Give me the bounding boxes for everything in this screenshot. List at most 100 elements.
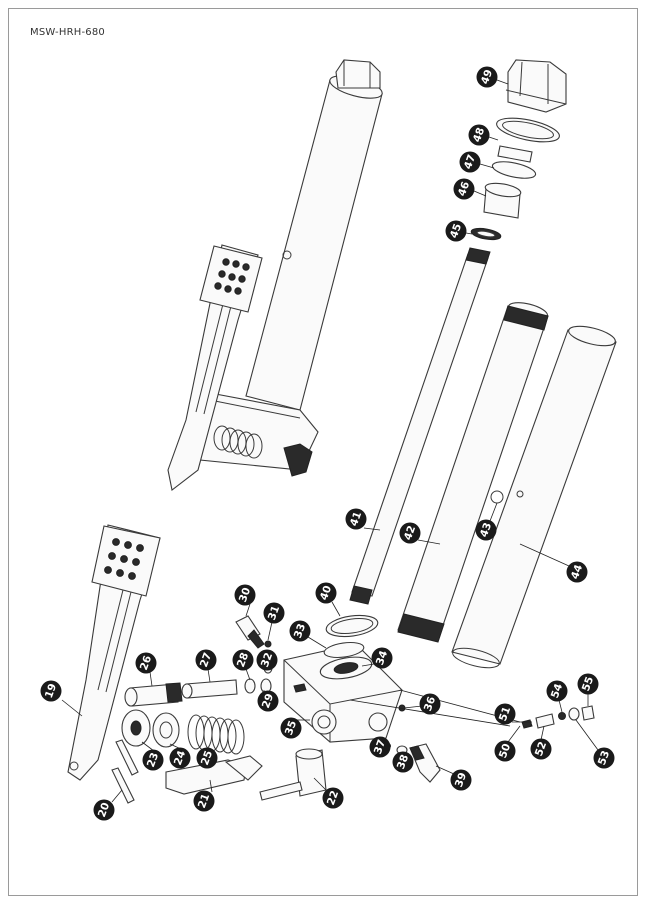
callout-badge [193,790,215,812]
callout-badge [577,673,599,695]
callout-badge [371,647,393,669]
callout-badge [530,738,552,760]
part-44-outer-cylinder [451,325,617,669]
callout-55: 55 [577,673,599,695]
callout-51: 51 [494,703,516,725]
callout-number: 54 [549,682,565,700]
part-21-link [165,755,263,795]
callout-number: 31 [266,604,282,622]
callout-badge [419,693,441,715]
callout-34: 34 [371,647,393,669]
callout-35: 35 [280,717,302,739]
callout-number: 25 [199,749,215,767]
callout-number: 43 [478,521,494,539]
callout-badge [135,652,157,674]
assembled-jack-illustration [167,59,383,491]
part-41-piston-rod [349,247,491,605]
part-20-pins [111,739,139,804]
callout-41: 41 [345,508,367,530]
callout-number: 38 [395,753,411,771]
callout-badge [196,747,218,769]
callout-badge [289,620,311,642]
callout-number: 42 [402,524,418,542]
callout-badge [263,602,285,624]
part-24-washer [152,712,180,748]
part-30-screw [235,615,265,649]
callout-badge [280,717,302,739]
part-42-inner-cylinder [397,302,549,643]
callout-badge [315,582,337,604]
callout-24: 24 [169,747,191,769]
callout-number: 44 [569,563,585,581]
part-35-screw [293,683,307,693]
callout-54: 54 [546,680,568,702]
callout-21: 21 [193,790,215,812]
callout-29: 29 [257,690,279,712]
part-39-release-knob [409,743,441,783]
assembled-spring [213,425,263,459]
callout-19: 19 [40,680,62,702]
callout-number: 21 [196,792,212,810]
diagram-frame [8,8,638,896]
callout-37: 37 [369,736,391,758]
callout-45: 45 [445,220,467,242]
callout-badge [494,740,516,762]
callout-22: 22 [322,787,344,809]
callout-28: 28 [232,649,254,671]
part-19-pedal-arm [67,524,161,781]
callout-number: 19 [43,682,59,700]
callout-40: 40 [315,582,337,604]
callout-badge [453,178,475,200]
callout-32: 32 [256,649,278,671]
callout-badge [593,747,615,769]
callout-48: 48 [468,124,490,146]
callout-number: 55 [580,675,596,693]
callout-number: 40 [318,584,334,602]
callout-badge [476,66,498,88]
part-49-cap-nut [505,59,567,113]
valve-parts-50-55 [521,705,595,729]
callout-number: 26 [138,654,154,672]
callout-49: 49 [476,66,498,88]
part-31-ball [264,640,272,648]
callout-badge [142,749,164,771]
callout-badge [322,787,344,809]
callout-number: 20 [96,801,112,819]
callout-number: 30 [237,586,253,604]
callout-badge [459,151,481,173]
callout-number: 48 [471,126,487,144]
callout-badge [546,680,568,702]
callout-53: 53 [593,747,615,769]
callout-38: 38 [392,751,414,773]
callout-43: 43 [475,519,497,541]
callout-badge [445,220,467,242]
callout-33: 33 [289,620,311,642]
model-code-label: MSW-HRH-680 [30,27,105,38]
callout-number: 53 [596,749,612,767]
callout-number: 46 [456,180,472,198]
callout-number: 49 [479,68,495,86]
callout-badge [169,747,191,769]
callout-number: 47 [462,153,478,171]
callout-badge [392,751,414,773]
part-27-plunger [181,679,238,699]
callout-badge [195,649,217,671]
callout-number: 41 [348,510,364,528]
part-40-oring [325,614,379,638]
callout-number: 52 [533,740,549,758]
callout-badge [257,690,279,712]
callout-number: 24 [172,749,188,767]
part-34-base-block [283,643,403,743]
callout-badge [468,124,490,146]
callout-44: 44 [566,561,588,583]
callout-badge [475,519,497,541]
callout-badge [450,769,472,791]
callout-number: 45 [448,222,464,240]
part-46-gland [483,182,522,219]
callout-number: 50 [497,742,513,760]
callout-39: 39 [450,769,472,791]
callout-badge [345,508,367,530]
callout-number: 29 [260,692,276,710]
